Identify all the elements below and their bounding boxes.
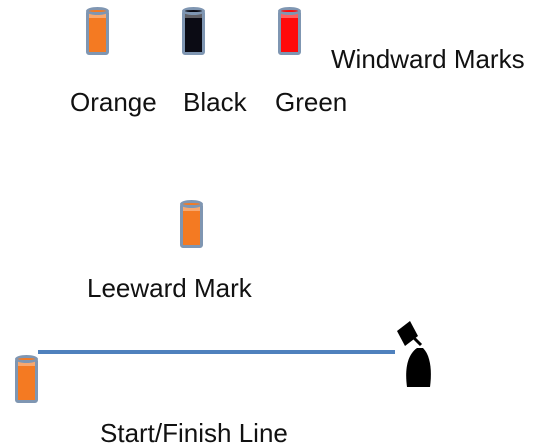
- boat-flag: [397, 321, 418, 346]
- windward-mark-green: [278, 7, 301, 55]
- start-finish-line-label: Start/Finish Line: [100, 418, 288, 448]
- start-pin-mark: [15, 355, 38, 403]
- windward-mark-black-label: Black: [183, 87, 247, 117]
- boat-hull: [406, 348, 431, 387]
- windward-mark-black: [182, 7, 205, 55]
- windward-mark-green-label: Green: [275, 87, 348, 117]
- boat-mast: [410, 334, 423, 347]
- windward-mark-orange-label: Orange: [70, 87, 157, 117]
- leeward-mark-label: Leeward Mark: [87, 273, 252, 303]
- leeward-mark: [180, 200, 203, 248]
- committee-boat-icon: [397, 321, 431, 387]
- windward-mark-orange: [86, 7, 109, 55]
- windward-marks-label: Windward Marks: [331, 44, 525, 74]
